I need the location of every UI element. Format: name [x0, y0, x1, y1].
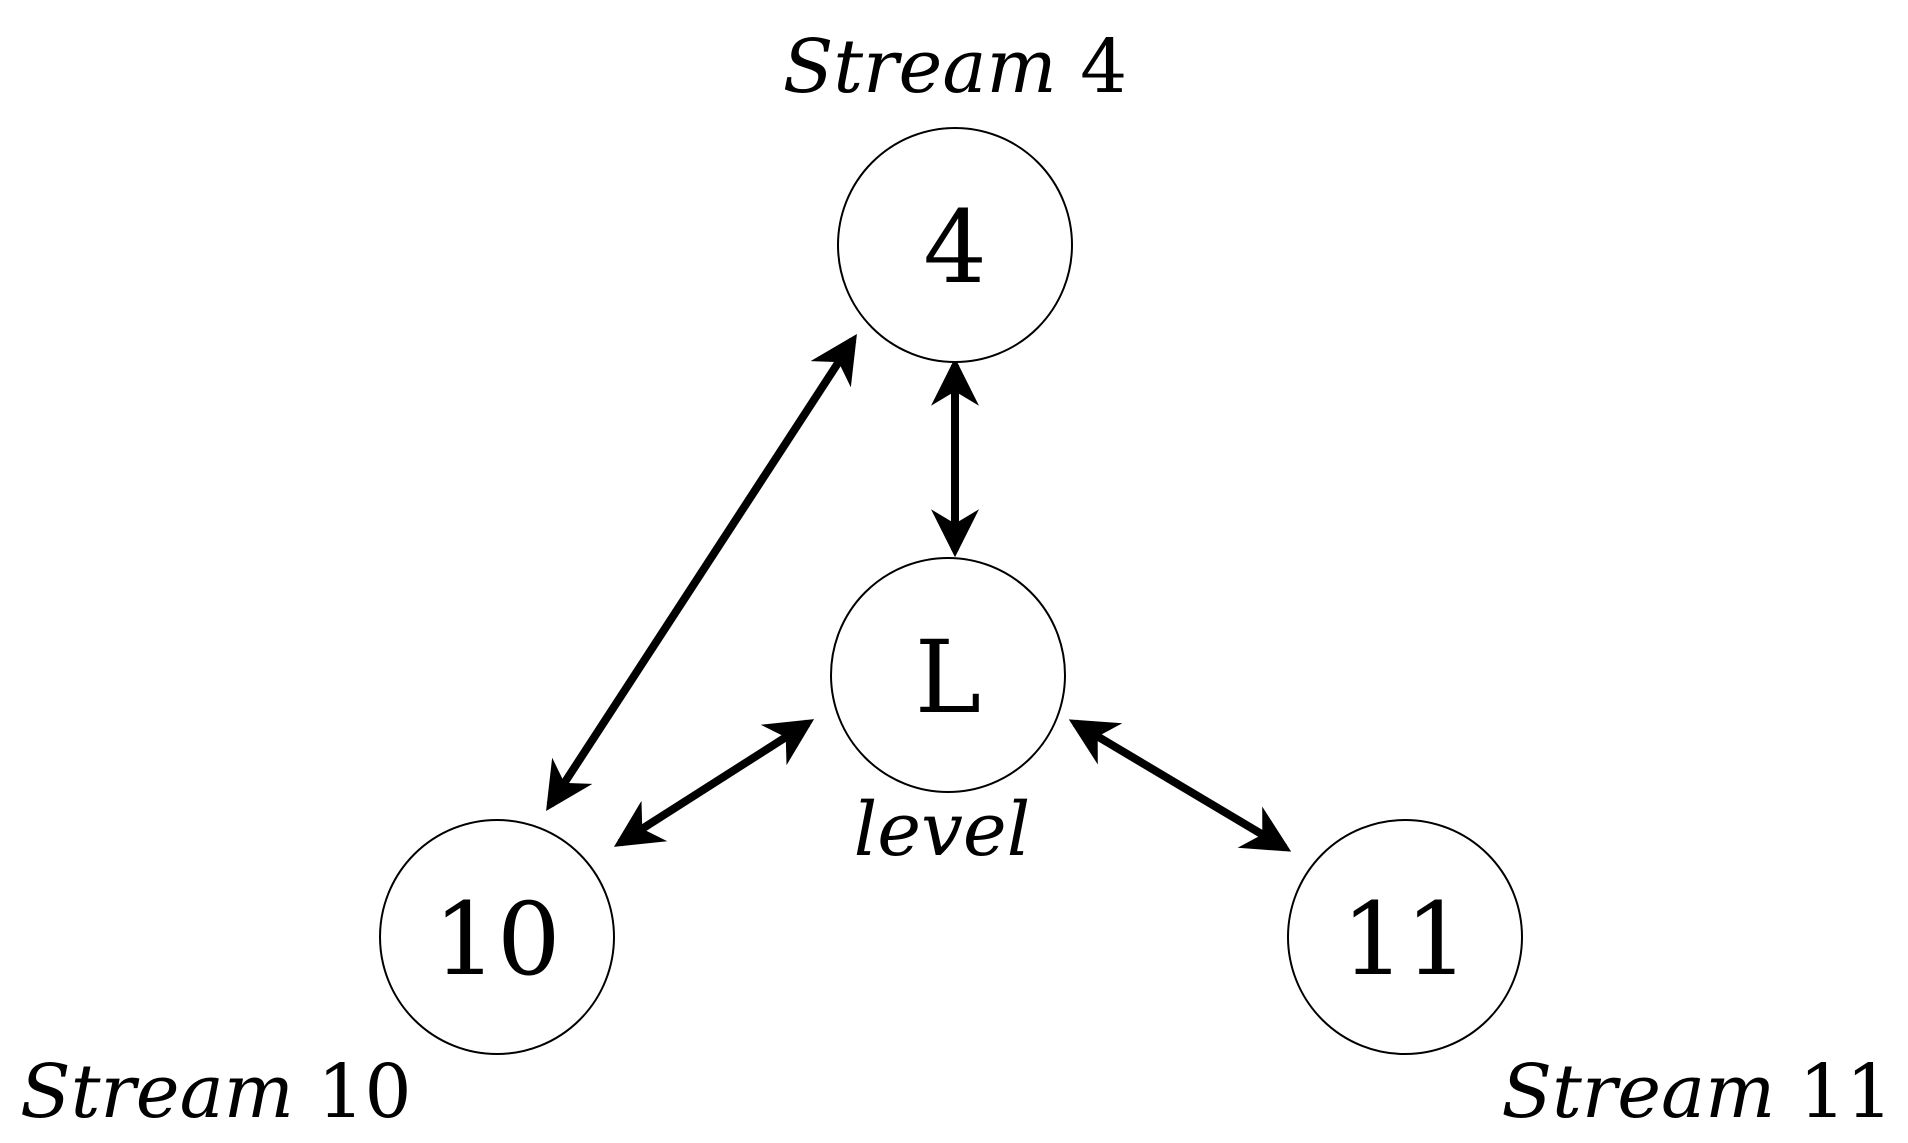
node-level-circle: [830, 557, 1066, 793]
stream-10-word: Stream: [20, 1049, 294, 1135]
node-10-circle: [379, 819, 615, 1055]
stream-11-number: 11: [1799, 1049, 1893, 1135]
stream-4-number: 4: [1080, 24, 1127, 110]
node-11-circle: [1287, 819, 1523, 1055]
stream-4-word: Stream: [783, 24, 1057, 110]
edge-L-11: [1068, 719, 1292, 852]
edge-10-4: [546, 333, 857, 812]
node-level: L: [830, 557, 1066, 793]
node-11-symbol: 11: [1341, 881, 1468, 998]
node-10: 10: [379, 819, 615, 1055]
level-caption: level: [854, 787, 1031, 873]
node-10-symbol: 10: [433, 881, 560, 998]
stream-11-word: Stream: [1501, 1049, 1775, 1135]
stream-11-label: Stream 11: [1501, 1049, 1893, 1135]
edge-10-L: [613, 719, 815, 847]
node-4-symbol: 4: [923, 189, 987, 306]
stream-10-label: Stream 10: [20, 1049, 412, 1135]
stream-4-label: Stream 4: [783, 24, 1128, 110]
node-4: 4: [837, 127, 1073, 363]
node-11: 11: [1287, 819, 1523, 1055]
node-level-symbol: L: [915, 619, 981, 736]
stream-10-number: 10: [317, 1049, 411, 1135]
node-4-circle: [837, 127, 1073, 363]
